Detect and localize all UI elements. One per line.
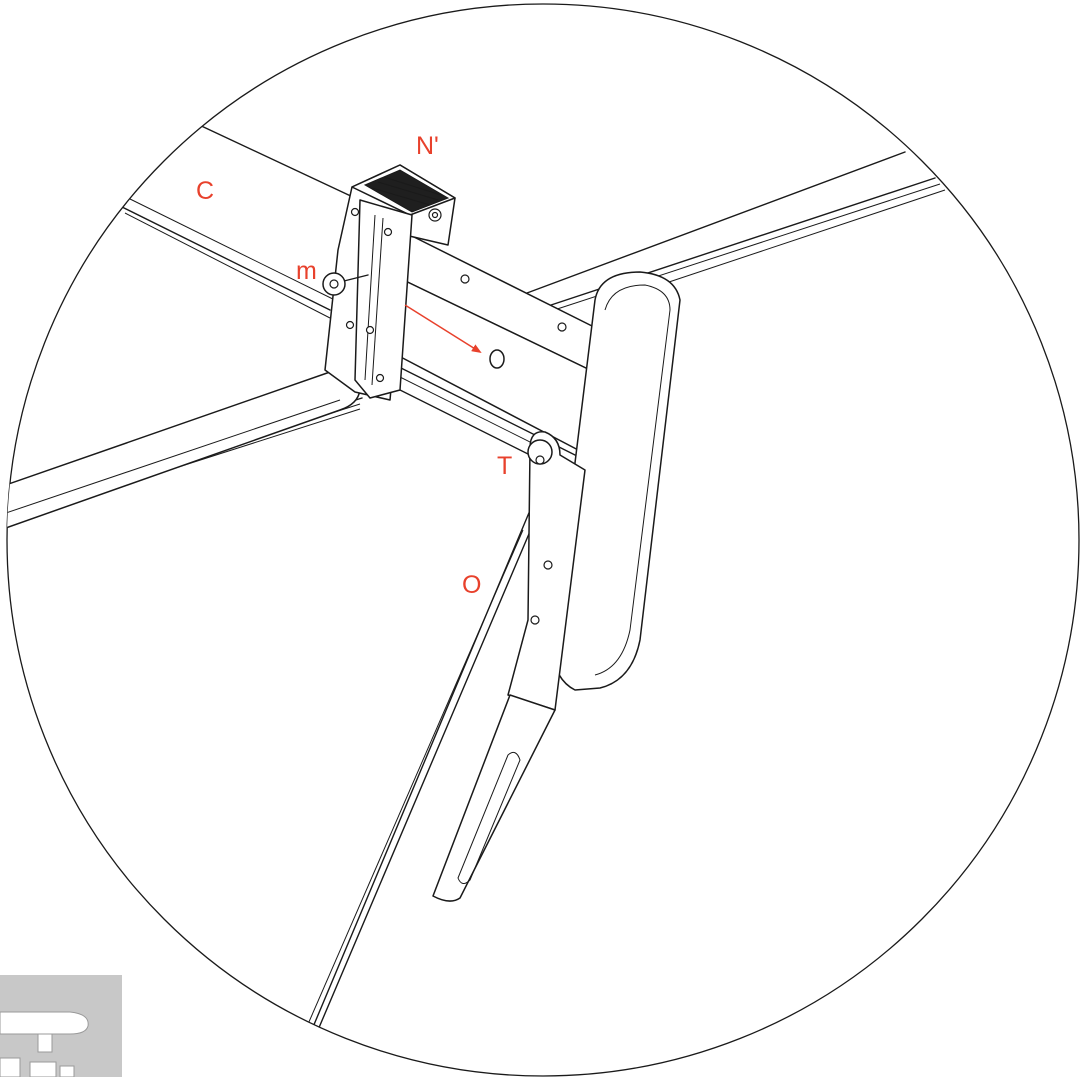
label-t: T (497, 452, 512, 480)
inset-thumbnail (0, 975, 122, 1077)
thumb-screw-m (322, 272, 369, 296)
label-m: m (296, 257, 317, 285)
label-n-prime: N' (416, 132, 439, 160)
direction-arrow (404, 304, 482, 354)
clamp-assembly (324, 164, 456, 401)
diagonal-leg-rail (284, 507, 538, 1076)
cross-rail-c (119, 122, 356, 319)
label-o: O (462, 571, 481, 599)
label-c: C (196, 177, 214, 205)
armrest-pad (551, 271, 681, 691)
armrest-support (432, 431, 586, 902)
